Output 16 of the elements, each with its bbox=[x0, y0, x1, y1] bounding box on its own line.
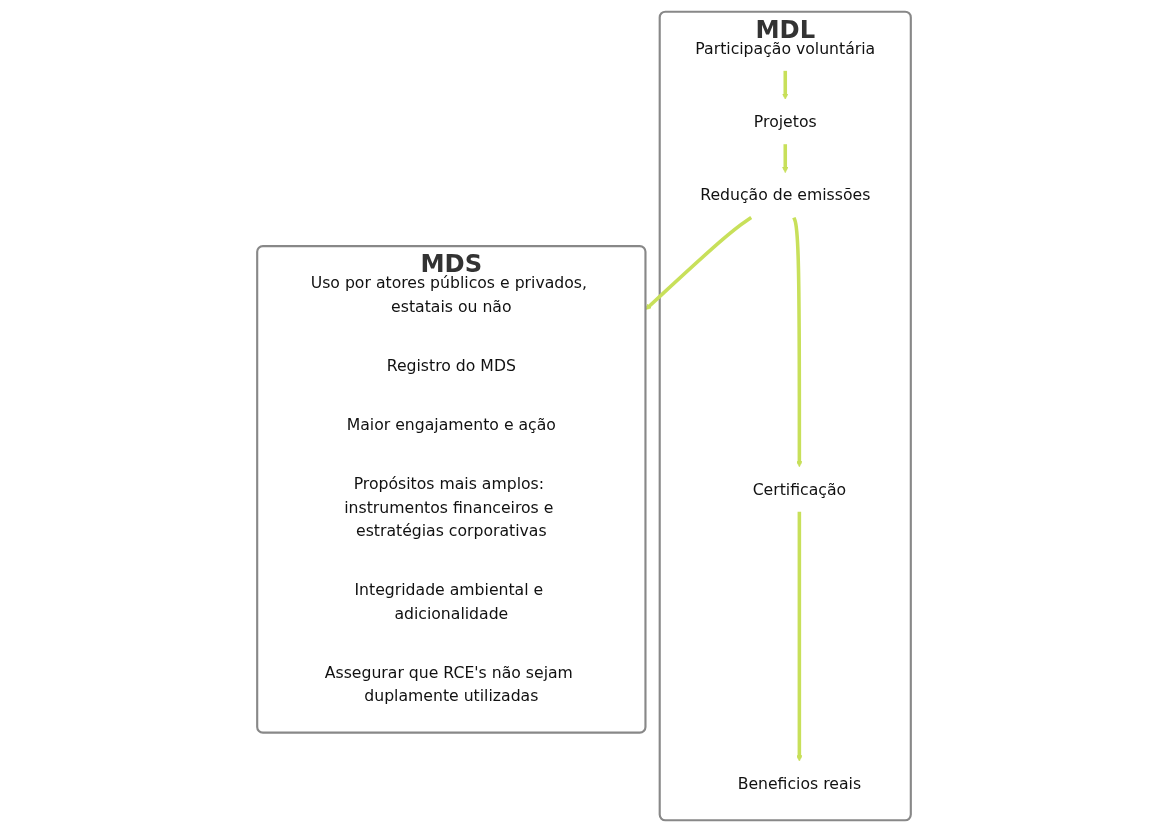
node-text: Maior engajamento e ação bbox=[346, 415, 556, 434]
node-text: Uso por atores públicos e privados, estatais ou não bbox=[310, 273, 587, 316]
node-text: Certificação bbox=[752, 480, 846, 499]
arrow bbox=[644, 216, 752, 310]
node-text: Integridade ambiental e adicionalidade bbox=[353, 580, 543, 623]
node-text: Participação voluntária bbox=[694, 39, 875, 58]
node-text: Registro do MDS bbox=[386, 356, 516, 375]
arrow bbox=[781, 70, 788, 100]
node-text: Propósitos mais amplos: instrumentos financeiros e estratégias corporativas bbox=[343, 474, 553, 540]
node-text: Assegurar que RCE's não sejam duplamente utilizadas bbox=[324, 663, 573, 705]
arrow bbox=[791, 216, 802, 468]
node-text: Beneficios reais bbox=[737, 774, 861, 793]
node-text: Redução de emissões bbox=[699, 186, 870, 205]
node-text: Projetos bbox=[753, 112, 817, 131]
arrow bbox=[781, 144, 788, 173]
arrow bbox=[795, 511, 802, 762]
